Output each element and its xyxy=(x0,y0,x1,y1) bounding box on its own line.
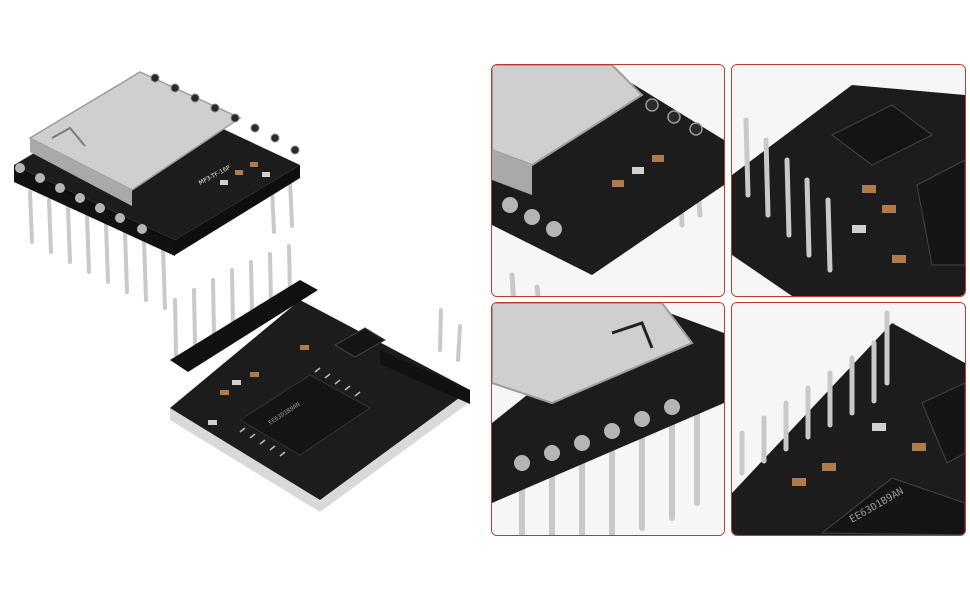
module-overview: MP3-TF-16P xyxy=(14,71,470,512)
detail-panel-chip-side xyxy=(731,64,966,297)
decoder-chip xyxy=(239,374,371,456)
header-pins-back xyxy=(173,244,462,472)
detail-panel-sd-slot xyxy=(491,64,725,297)
detail-panel-back-chip: EE63D1B9AN xyxy=(731,302,966,536)
module-front-view: MP3-TF-16P xyxy=(14,71,300,310)
detail-panel-pin-row xyxy=(491,302,725,536)
header-pins-front xyxy=(28,178,294,310)
module-back-view: EE63D1B9AN xyxy=(170,244,470,512)
